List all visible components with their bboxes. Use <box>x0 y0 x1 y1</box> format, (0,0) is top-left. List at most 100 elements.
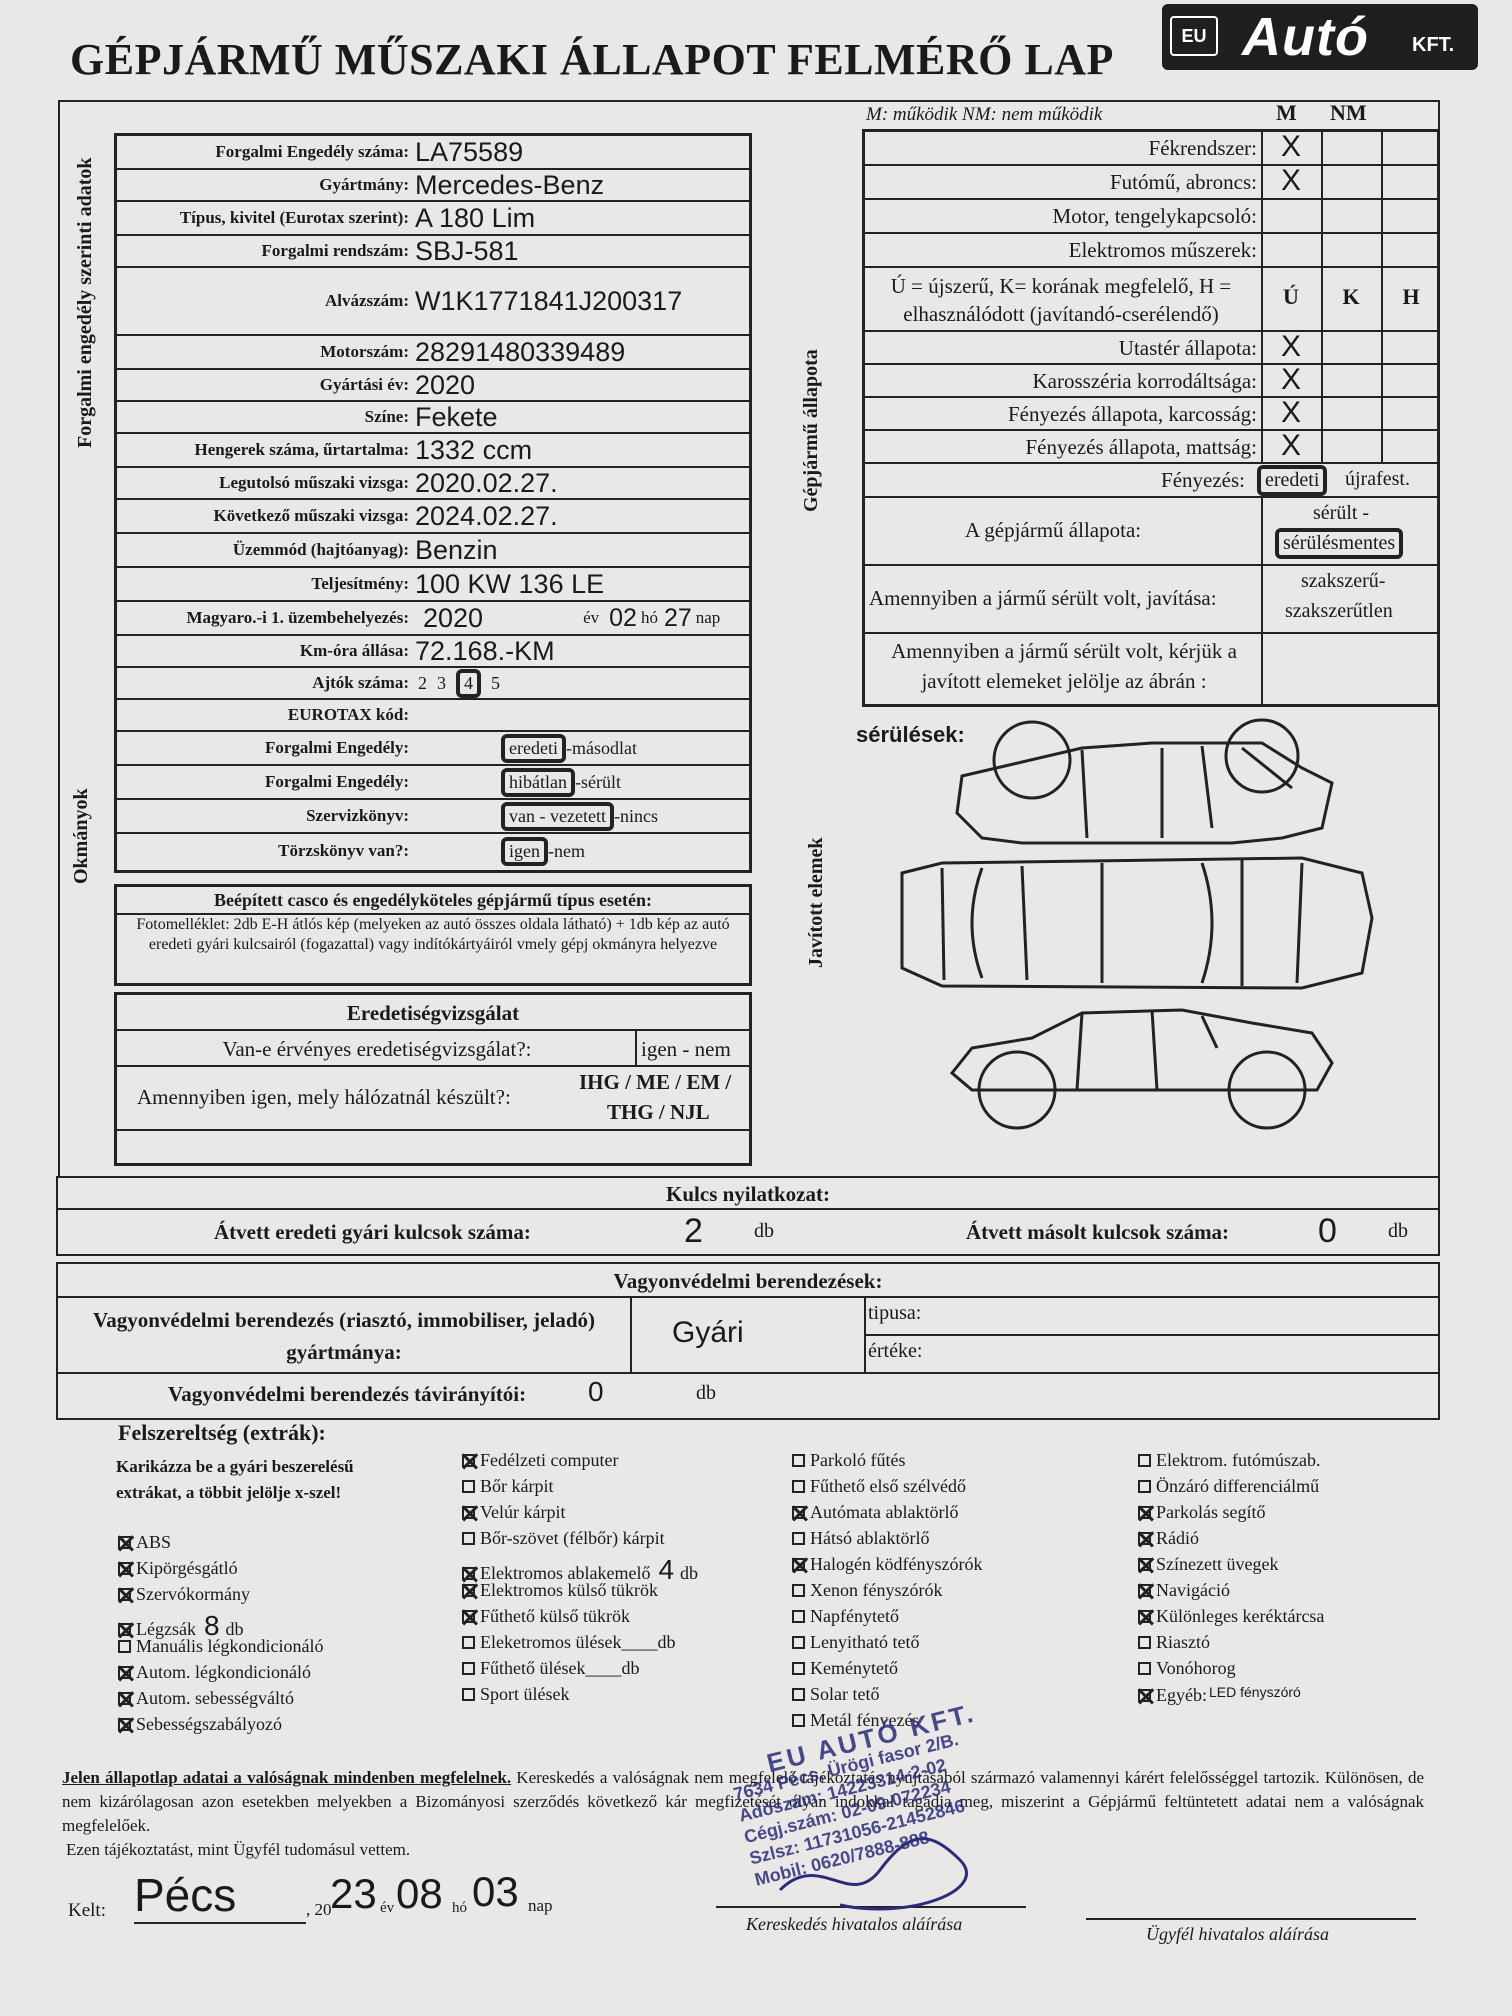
extra-label: Velúr kárpit <box>480 1502 566 1522</box>
eurotax-label: EUROTAX kód: <box>287 705 409 724</box>
extra-label: Sport ülések <box>480 1684 570 1704</box>
first-reg-label: Magyaro.-i 1. üzembehelyezés: <box>186 608 409 627</box>
extra-label: Önzáró differenciálmű <box>1156 1476 1320 1496</box>
extra-label: Fedélzeti computer <box>480 1450 619 1470</box>
extra-checkbox-icon <box>118 1718 131 1731</box>
vehicle-row-label: Legutolsó műszaki vizsga: <box>219 473 409 492</box>
extra-item: Manuális légkondicionáló <box>118 1636 323 1657</box>
extra-label: Légzsák <box>136 1619 196 1639</box>
casco-text: Fotomelléklet: 2db E-H átlós kép (melyek… <box>136 916 730 953</box>
extra-label: Parkolás segítő <box>1156 1502 1266 1522</box>
condition-mark-u: X <box>1280 396 1301 429</box>
first-reg-ho: hó <box>640 608 658 627</box>
extra-label: Metál fényezés <box>810 1710 920 1730</box>
side-label-vehicle-state: Gépjármű állapota <box>800 349 822 512</box>
extra-label: Solar tető <box>810 1684 880 1704</box>
extra-checkbox-icon <box>462 1662 475 1675</box>
condition-label: A gépjármű állapota: <box>965 518 1142 542</box>
extra-label: Halogén ködfényszórók <box>810 1554 983 1574</box>
vehicle-row-value: Mercedes-Benz <box>415 169 605 200</box>
sign-day: 03 <box>472 1868 519 1915</box>
extras-note-1: Karikázza be a gyári beszerelésű <box>116 1457 354 1476</box>
col-header-nm: NM <box>1330 100 1367 125</box>
extra-label: Bőr-szövet (félbőr) kárpit <box>480 1528 665 1548</box>
extra-checkbox-icon <box>462 1584 475 1597</box>
km-row: Km-óra állása:72.168.-KM <box>117 636 749 668</box>
orig-keys-unit: db <box>754 1220 774 1242</box>
vehicle-row-label: Üzemmód (hajtóanyag): <box>232 540 409 559</box>
security-value-label: értéke: <box>868 1340 923 1362</box>
doors-option-n4: 4 <box>456 668 481 698</box>
document-separator: - <box>613 805 620 826</box>
vehicle-row-value: LA75589 <box>415 136 524 167</box>
extras-title: Felszereltség (extrák): <box>118 1420 326 1445</box>
extra-checkbox-icon <box>792 1662 805 1675</box>
client-signature-label: Ügyfél hivatalos aláírása <box>1146 1924 1329 1944</box>
extra-checkbox-icon <box>1138 1480 1151 1493</box>
doors-label: Ajtók száma: <box>312 673 409 692</box>
extra-label: Elektrom. futómúszab. <box>1156 1450 1321 1470</box>
extra-label: Autom. légkondicionáló <box>136 1662 311 1682</box>
sign-year: 23 <box>330 1870 377 1917</box>
extra-label: Riasztó <box>1156 1632 1210 1652</box>
extra-label: Színezett üvegek <box>1156 1554 1279 1574</box>
security-make-label-2: gyártmánya: <box>286 1340 402 1364</box>
vehicle-row-label: Gyártmány: <box>319 175 409 194</box>
vehicle-row-label: Forgalmi rendszám: <box>261 241 409 260</box>
repair-label: Amennyiben a jármű sérült volt, javítása… <box>869 586 1217 610</box>
condition-option-damaged: sérült - <box>1313 502 1370 524</box>
state-row: Utastér állapota:X <box>865 330 1437 365</box>
extra-label: Fűthető külső tükrök <box>480 1606 631 1626</box>
state-row: Karosszéria korrodáltsága:X <box>865 363 1437 398</box>
extra-label: Fűthető ülések____db <box>480 1658 640 1678</box>
extra-label: Kipörgésgátló <box>136 1558 238 1578</box>
state-row: Fékrendszer:X <box>865 130 1437 166</box>
security-make-label-1: Vagyonvédelmi berendezés (riasztó, immob… <box>92 1308 595 1332</box>
state-row: Futómű, abroncs:X <box>865 164 1437 200</box>
sign-ev: év <box>380 1900 395 1916</box>
state-row: Amennyiben a jármű sérült volt, javítása… <box>865 566 1437 634</box>
extra-label: Keménytető <box>810 1658 898 1678</box>
condition-mark-u: X <box>1280 330 1301 363</box>
extra-checkbox-icon <box>462 1636 475 1649</box>
extra-label: Eleketromos ülések____db <box>480 1632 676 1652</box>
first-reg-day: 27 <box>663 603 692 632</box>
document-separator: - <box>565 737 572 758</box>
state-label: Fékrendszer: <box>1148 136 1257 160</box>
extra-checkbox-icon <box>462 1610 475 1623</box>
vehicle-row-label: Teljesítmény: <box>311 574 409 593</box>
extra-count: 4 <box>658 1554 675 1585</box>
condition-label: Fényezés állapota, mattság: <box>1025 435 1257 459</box>
extra-checkbox-icon <box>1138 1558 1151 1571</box>
vehicle-row: Teljesítmény: 100 KW 136 LE <box>117 568 749 602</box>
condition-legend-2: elhasználódott (javítandó-cserélendő) <box>903 302 1219 326</box>
state-row: Motor, tengelykapcsoló: <box>865 200 1437 234</box>
doors-option-n5: 5 <box>491 672 500 693</box>
security-title: Vagyonvédelmi berendezések: <box>58 1264 1438 1298</box>
extra-item: Bőr kárpit <box>462 1476 554 1497</box>
extra-item: Navigáció <box>1138 1580 1230 1601</box>
network-options-1: IHG / ME / EM / <box>579 1070 732 1094</box>
security-make-value: Gyári <box>672 1316 744 1349</box>
condition-label: Fényezés állapota, karcosság: <box>1008 402 1257 426</box>
vehicle-row: Következő műszaki vizsga:2024.02.27. <box>117 500 749 534</box>
document-other-option: nem <box>554 840 585 861</box>
document-selected-option: van - vezetett <box>501 801 614 831</box>
vehicle-row: Motorszám:28291480339489 <box>117 336 749 370</box>
declaration-text: Jelen állapotlap adatai a valóságnak min… <box>62 1766 1424 1838</box>
first-reg-ev: év <box>583 608 600 627</box>
extra-item: Fűthető ülések____db <box>462 1658 640 1679</box>
car-damage-diagram <box>900 718 1374 1130</box>
extra-item: Parkoló fűtés <box>792 1450 905 1471</box>
state-row: Ú = újszerű, K= korának megfelelő, H =el… <box>865 268 1437 332</box>
state-label: Futómű, abroncs: <box>1110 170 1257 194</box>
state-label: Motor, tengelykapcsoló: <box>1052 204 1257 228</box>
vehicle-row: Üzemmód (hajtóanyag):Benzin <box>117 534 749 568</box>
extra-checkbox-icon <box>462 1454 475 1467</box>
condition-mark-u: X <box>1280 363 1301 396</box>
vehicle-row-value: 100 KW 136 LE <box>415 568 605 599</box>
state-row: Elektromos műszerek: <box>865 234 1437 268</box>
